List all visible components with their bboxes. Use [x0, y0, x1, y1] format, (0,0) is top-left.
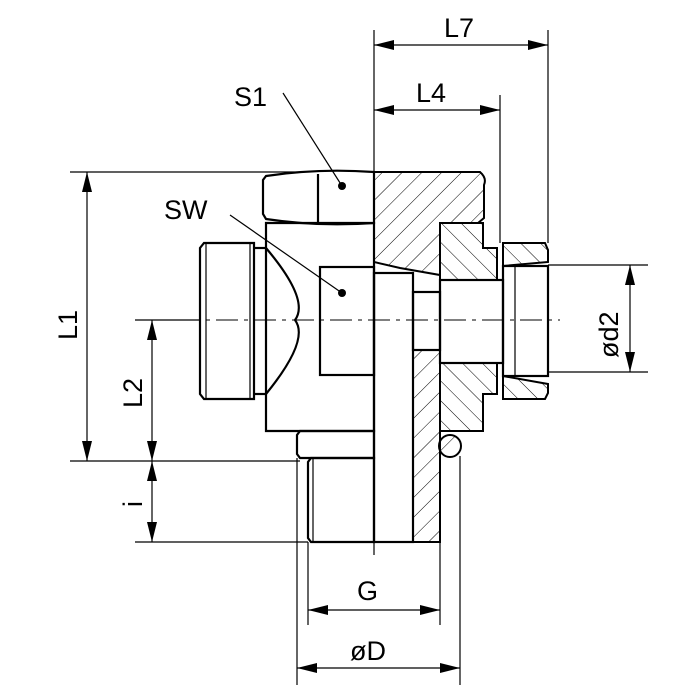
bottom-thread — [306, 456, 376, 544]
label-l7: L7 — [444, 13, 474, 43]
label-sw: SW — [164, 195, 208, 225]
s1-leader — [282, 92, 343, 187]
label-l1: L1 — [53, 310, 83, 340]
label-l4: L4 — [416, 78, 446, 108]
sw-leader — [229, 214, 343, 294]
side-thread — [198, 241, 256, 401]
collar — [295, 429, 376, 460]
label-l2: L2 — [118, 378, 148, 408]
label-g: G — [357, 576, 378, 606]
label-od: øD — [350, 636, 386, 666]
label-od2: ød2 — [594, 311, 624, 358]
section-view — [372, 171, 550, 544]
label-s1: S1 — [234, 82, 267, 112]
o-ring — [438, 434, 462, 458]
label-i: i — [118, 501, 148, 507]
exterior-view — [198, 169, 376, 544]
dimension-lines — [82, 40, 635, 673]
